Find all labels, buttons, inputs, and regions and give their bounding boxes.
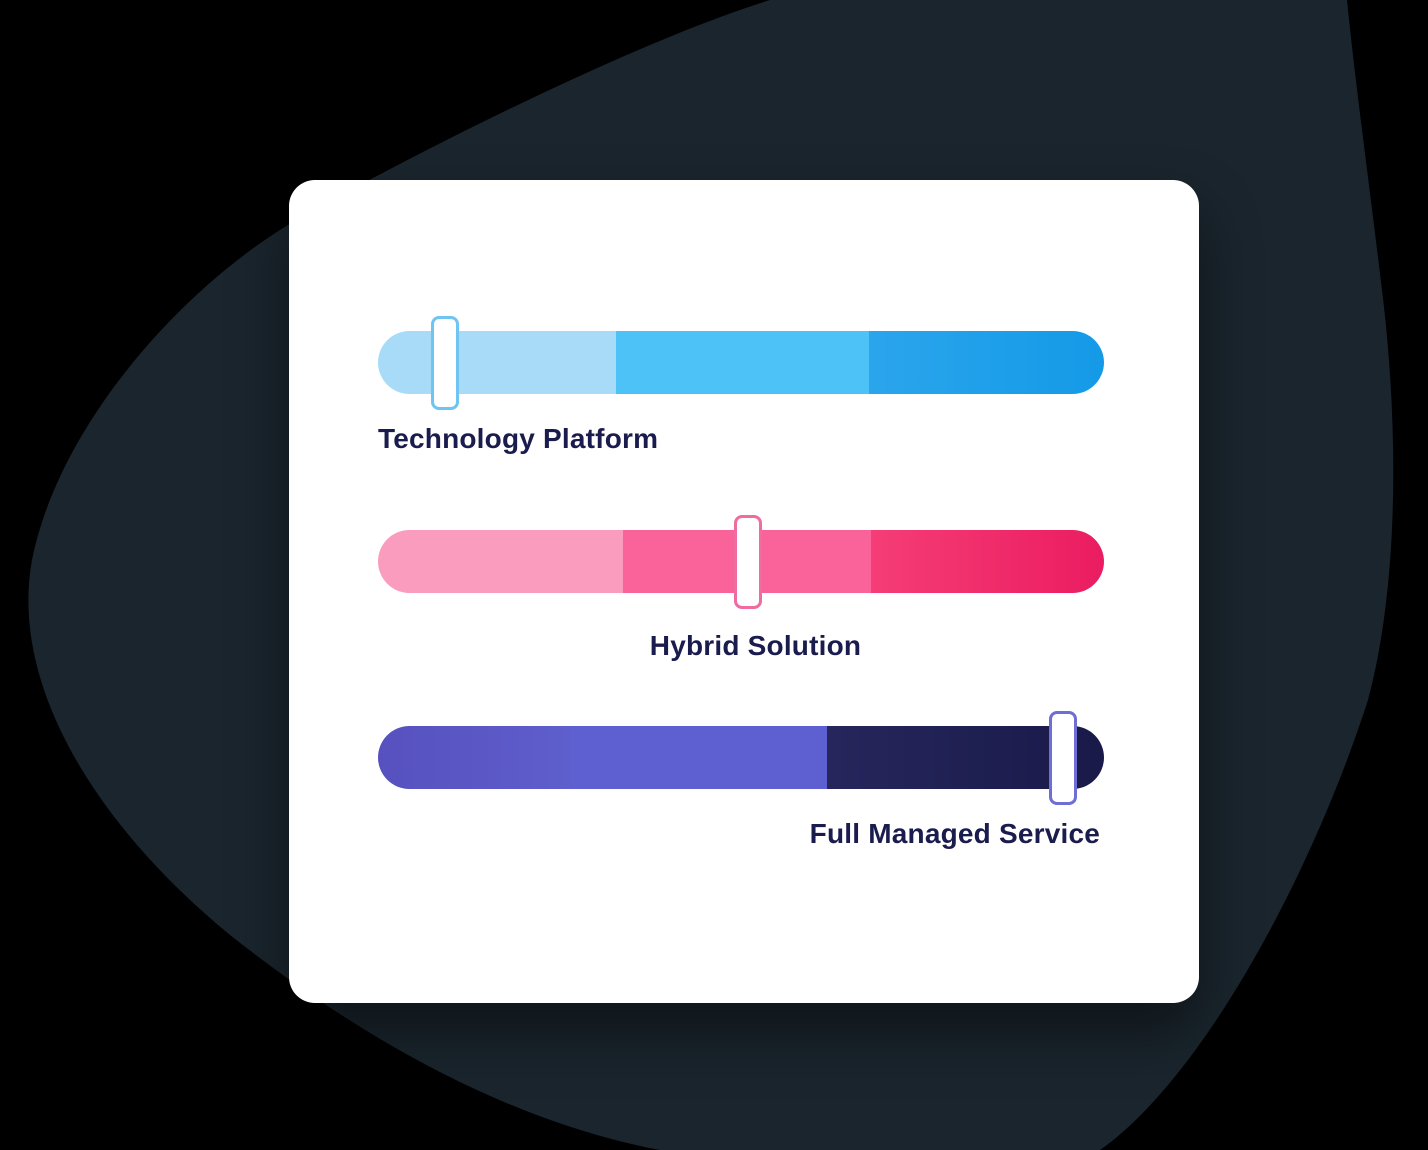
slider-handle[interactable] [734, 515, 763, 609]
slider-row-1: Technology Platform [378, 316, 1104, 476]
slider-handle[interactable] [1049, 711, 1078, 805]
slider-track[interactable] [378, 726, 1104, 789]
track-segment-low [378, 331, 617, 394]
slider-label: Full Managed Service [809, 818, 1100, 849]
sliders-card: Technology Platform Hybrid Solution Full… [289, 180, 1199, 1003]
track-segment-low [378, 726, 570, 789]
track-segment-high [868, 331, 1104, 394]
slider-label: Technology Platform [378, 423, 659, 454]
slider-handle[interactable] [430, 316, 459, 410]
slider-label: Hybrid Solution [649, 630, 862, 661]
slider-row-2: Hybrid Solution [378, 515, 1104, 675]
track-segment-low [378, 530, 623, 593]
slider-track[interactable] [378, 331, 1104, 394]
track-segment-mid [616, 331, 869, 394]
track-segment-high [870, 530, 1104, 593]
slider-row-3: Full Managed Service [378, 711, 1104, 871]
track-segment-mid [569, 726, 828, 789]
